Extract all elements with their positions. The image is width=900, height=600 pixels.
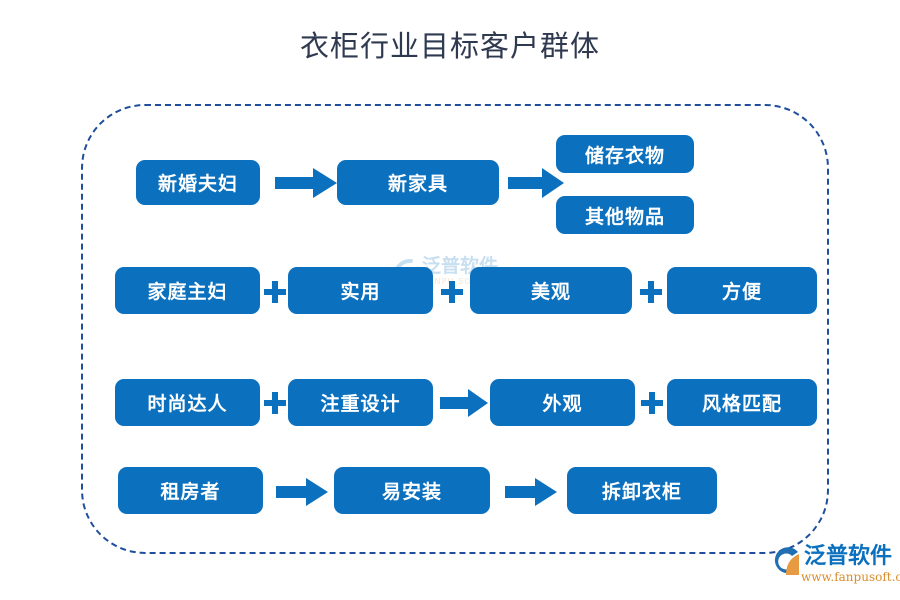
- dashed-container-frame: [81, 104, 829, 554]
- node-row4-0[interactable]: 租房者: [118, 467, 263, 514]
- brand-url: www.fanpusoft.com: [801, 570, 900, 584]
- brand-logo: 泛普软件 www.fanpusoft.com: [772, 544, 900, 590]
- connector-row4-arrow-0: [276, 478, 328, 506]
- node-row3-2[interactable]: 外观: [490, 379, 635, 426]
- node-row2-2[interactable]: 美观: [470, 267, 632, 314]
- connector-row3-plus-1: [641, 392, 663, 414]
- node-row1-0[interactable]: 新婚夫妇: [136, 160, 260, 205]
- connector-row3-plus-0: [264, 392, 286, 414]
- node-row2-3[interactable]: 方便: [667, 267, 817, 314]
- node-row3-3[interactable]: 风格匹配: [667, 379, 817, 426]
- connector-row3-arrow-0: [440, 389, 488, 417]
- node-row3-0[interactable]: 时尚达人: [115, 379, 260, 426]
- node-row1-1[interactable]: 新家具: [337, 160, 499, 205]
- node-row1-3[interactable]: 其他物品: [556, 196, 694, 234]
- connector-row2-plus-0: [264, 281, 286, 303]
- node-row4-1[interactable]: 易安装: [334, 467, 490, 514]
- node-row3-1[interactable]: 注重设计: [288, 379, 433, 426]
- node-row4-2[interactable]: 拆卸衣柜: [567, 467, 717, 514]
- connector-row2-plus-2: [640, 281, 662, 303]
- brand-swoosh-icon: [772, 547, 802, 577]
- node-row2-0[interactable]: 家庭主妇: [115, 267, 260, 314]
- connector-row4-arrow-1: [505, 478, 557, 506]
- connector-row1-arrow-1: [508, 168, 564, 198]
- connector-row1-arrow-0: [275, 168, 337, 198]
- connector-row2-plus-1: [441, 281, 463, 303]
- node-row1-2[interactable]: 储存衣物: [556, 135, 694, 173]
- node-row2-1[interactable]: 实用: [288, 267, 433, 314]
- brand-name: 泛普软件: [804, 544, 893, 569]
- page-title: 衣柜行业目标客户群体: [299, 29, 600, 63]
